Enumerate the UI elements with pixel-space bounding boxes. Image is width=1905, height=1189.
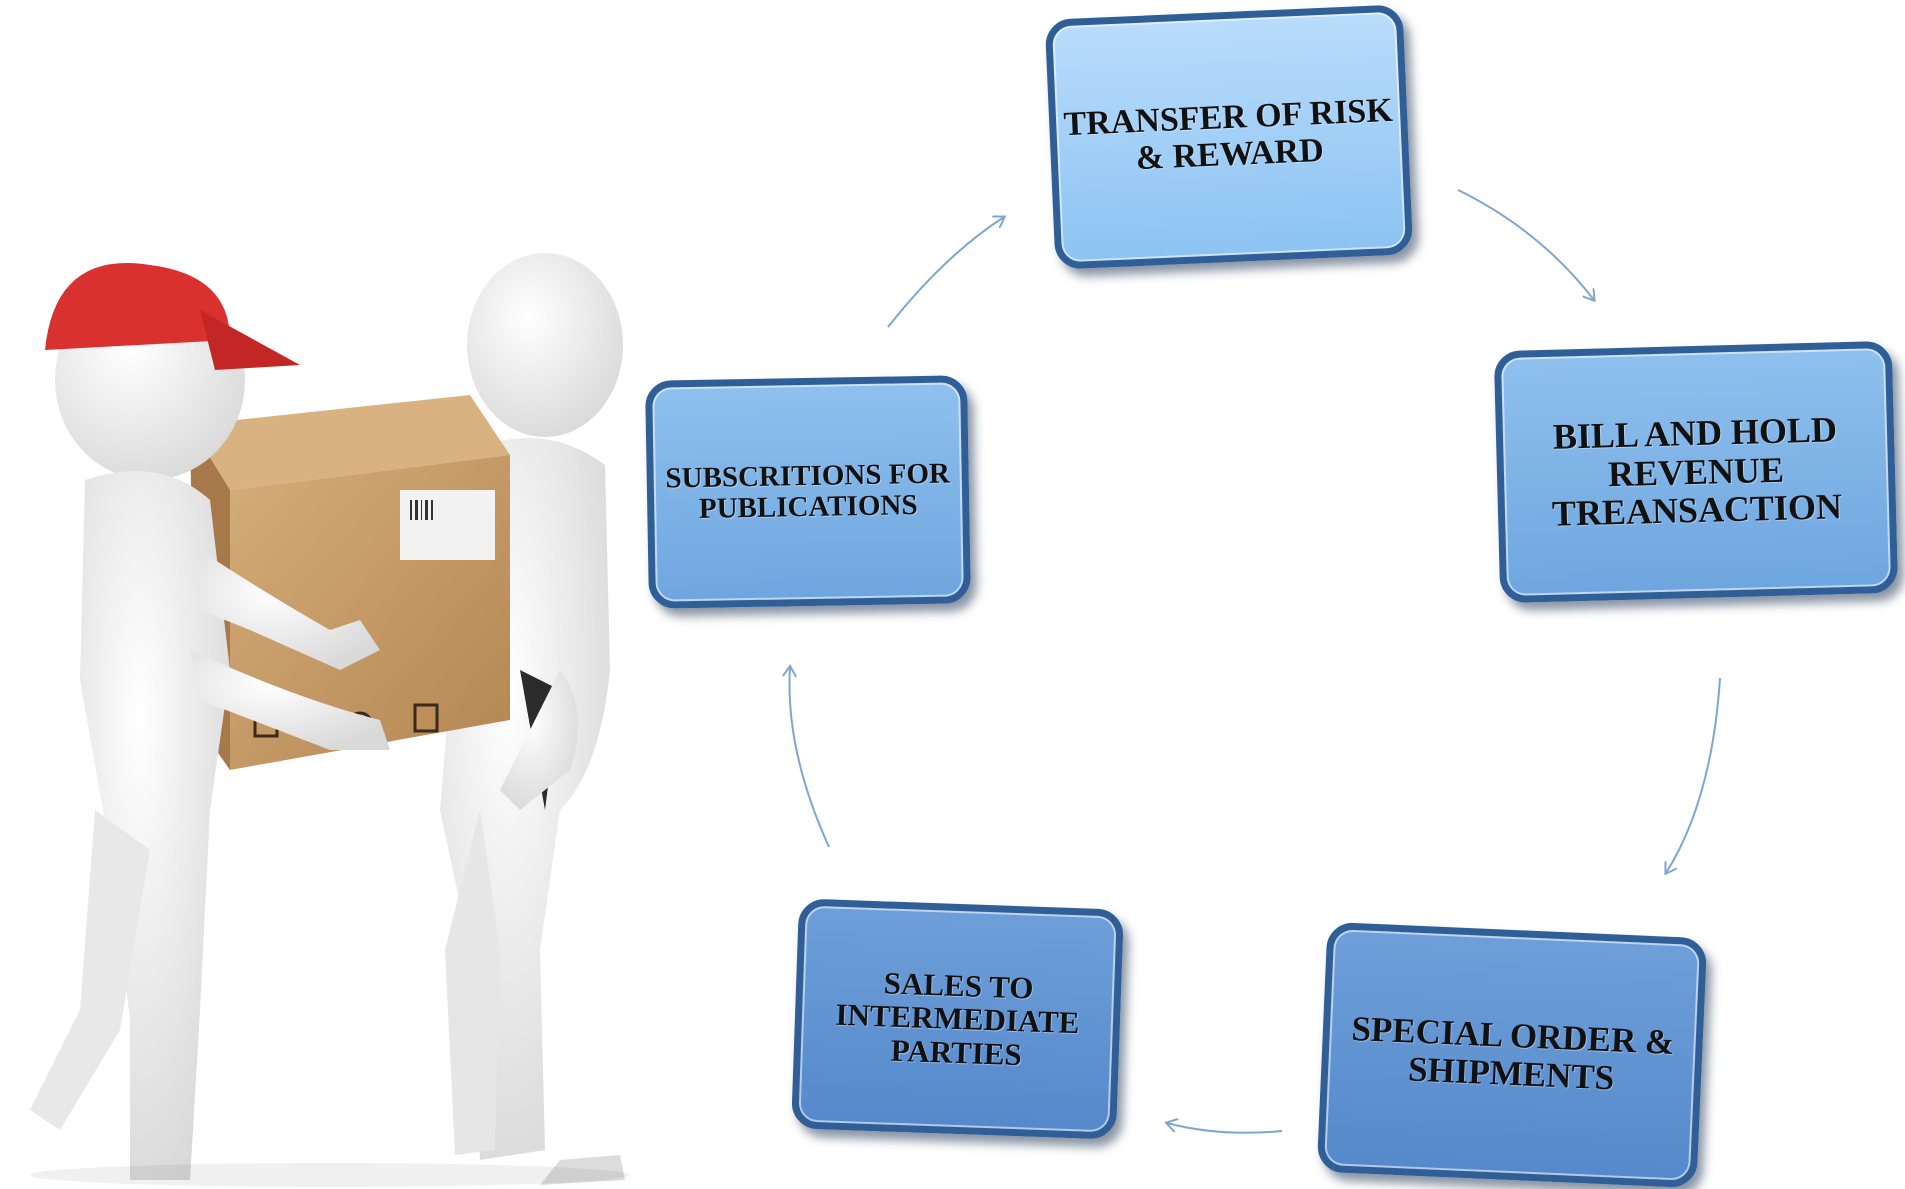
shipping-label — [400, 490, 495, 560]
node-subscriptions-publications: SUBSCRITIONS FOR PUBLICATIONS — [645, 375, 971, 609]
courier-figure — [30, 263, 390, 1180]
node-label: SPECIAL ORDER & SHIPMENTS — [1350, 1009, 1675, 1098]
node-transfer-risk-reward: TRANSFER OF RISK & REWARD — [1044, 4, 1414, 270]
arrow-special-to-sales — [1167, 1123, 1283, 1134]
red-cap — [45, 263, 230, 350]
arrow-subs-to-transfer — [887, 217, 1004, 328]
arrow-sales-to-subs — [789, 667, 830, 848]
node-label: BILL AND HOLD REVENUE TREANSACTION — [1551, 408, 1843, 535]
arrow-transfer-to-billhold — [1457, 189, 1594, 300]
delivery-illustration — [30, 253, 630, 1187]
node-label: TRANSFER OF RISK & REWARD — [1062, 92, 1394, 178]
arrow-billhold-to-special — [1666, 677, 1721, 873]
node-sales-intermediate: SALES TO INTERMEDIATE PARTIES — [791, 898, 1124, 1140]
node-bill-and-hold: BILL AND HOLD REVENUE TREANSACTION — [1493, 340, 1899, 604]
node-special-order-shipments: SPECIAL ORDER & SHIPMENTS — [1316, 921, 1708, 1189]
node-label: SUBSCRITIONS FOR PUBLICATIONS — [665, 457, 951, 525]
node-label: SALES TO INTERMEDIATE PARTIES — [834, 965, 1081, 1072]
